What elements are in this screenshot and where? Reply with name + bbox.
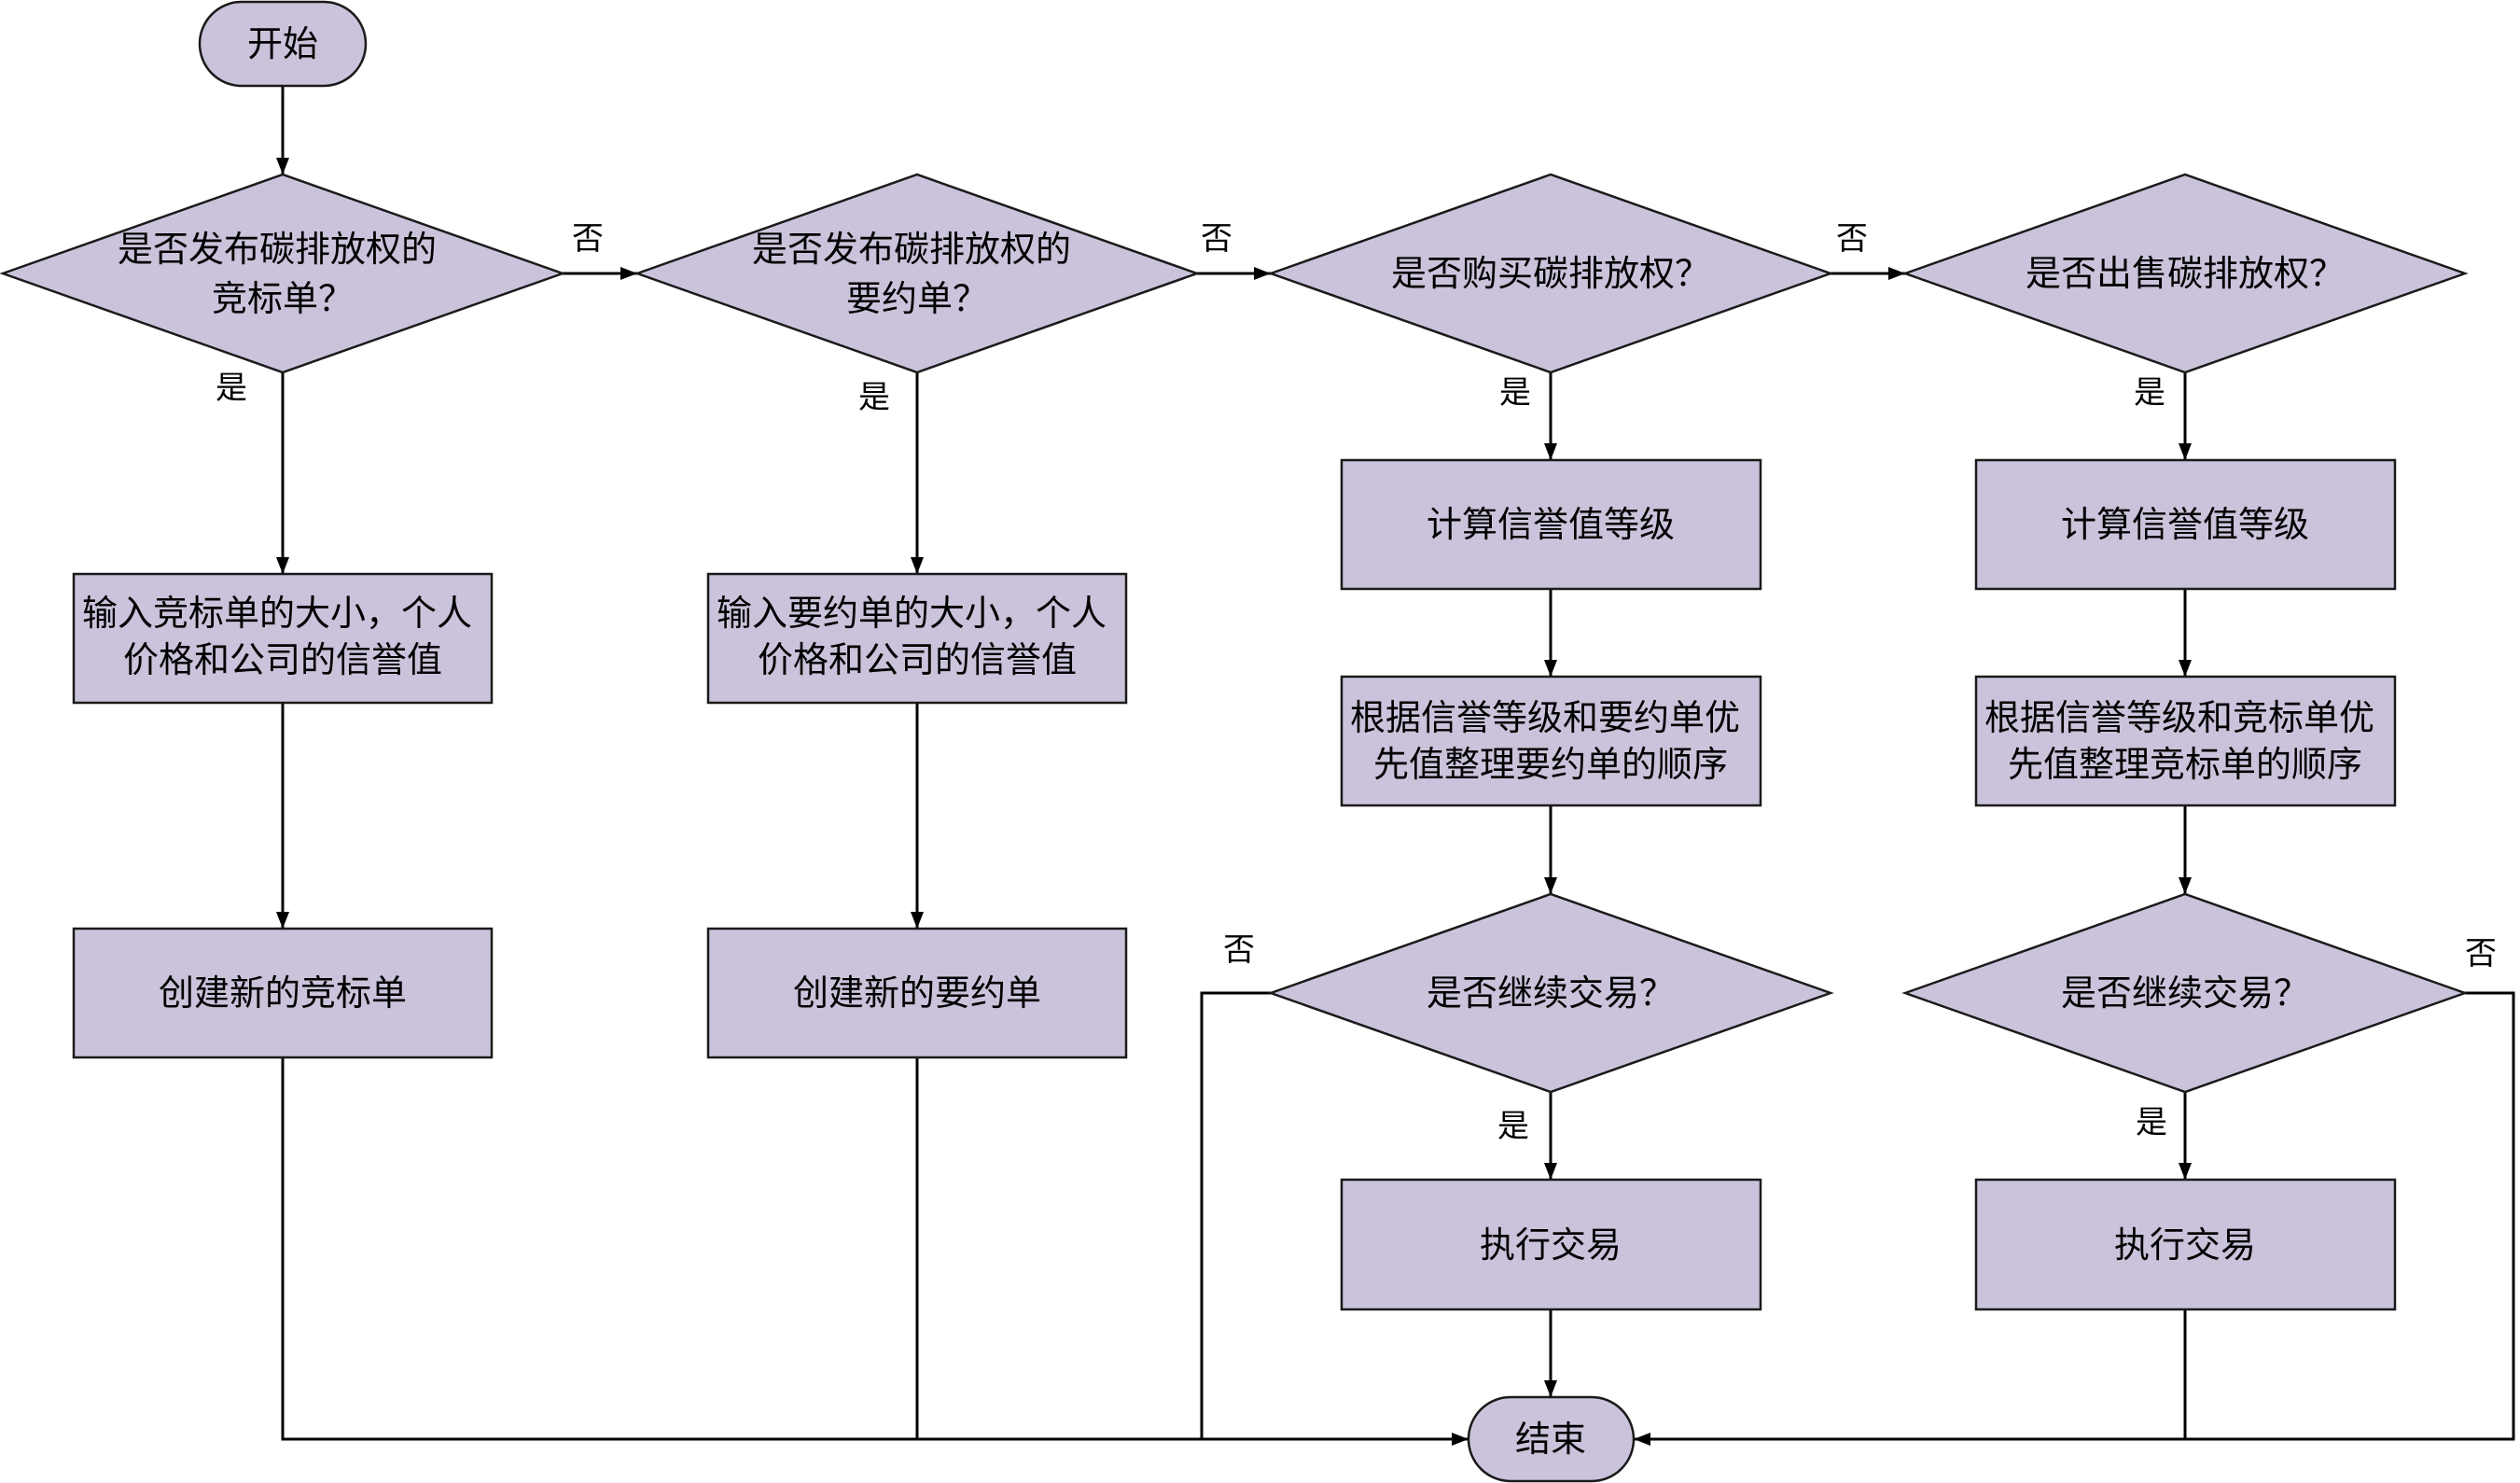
process-create-offer-label: 创建新的要约单: [793, 972, 1041, 1014]
edge-label-publish-bid-no: 否: [572, 220, 604, 258]
edge-label-buy-no: 否: [1836, 220, 1868, 258]
process-execute-sell-label: 执行交易: [2114, 1224, 2256, 1266]
decision-buy-shape: [1267, 173, 1834, 374]
process-credit-buy: 计算信誉值等级: [1340, 458, 1762, 591]
process-input-offer-shape: [706, 572, 1128, 705]
process-credit-sell: 计算信誉值等级: [1974, 458, 2397, 591]
edges: [276, 86, 2515, 1446]
process-input-bid: 输入竞标单的大小，个人 价格和公司的信誉值: [72, 572, 494, 705]
process-execute-sell-shape: [1974, 1178, 2397, 1311]
start-terminal: 开始: [198, 0, 368, 88]
edge-label-publish-offer-no: 否: [1201, 220, 1232, 258]
decision-buy: 是否购买碳排放权？: [1267, 173, 1834, 374]
edge-label-buy-yes: 是: [1499, 374, 1531, 412]
end-terminal: 结束: [1467, 1395, 1636, 1483]
decision-continue-buy: 是否继续交易？: [1267, 892, 1834, 1094]
decision-publish-bid-shape: [0, 173, 566, 374]
process-create-bid-label: 创建新的竞标单: [159, 972, 407, 1014]
edge-label-sell-yes: 是: [2134, 374, 2165, 412]
process-credit-sell-shape: [1974, 458, 2397, 591]
decision-sell: 是否出售碳排放权？: [1901, 173, 2469, 374]
decision-continue-buy-label: 是否继续交易？: [1427, 972, 1675, 1014]
decision-publish-offer-label: 是否发布碳排放权的 要约单？: [752, 229, 1082, 319]
edge-label-continue-buy-yes: 是: [1497, 1108, 1529, 1145]
process-input-bid-line-1: 输入竞标单的大小，个人: [82, 593, 472, 634]
decision-publish-offer-shape: [633, 173, 1201, 374]
process-credit-sell-label: 计算信誉值等级: [2061, 504, 2309, 545]
process-sort-offers-line-2: 先值整理要约单的顺序: [1373, 744, 1728, 785]
decision-sell-label: 是否出售碳排放权？: [2026, 253, 2345, 294]
end-terminal-label: 结束: [1515, 1419, 1586, 1460]
decision-continue-sell-label: 是否继续交易？: [2061, 972, 2309, 1014]
process-credit-buy-label: 计算信誉值等级: [1427, 504, 1675, 545]
edge-continue-sell-no: [1634, 991, 2515, 1446]
decision-publish-offer: 是否发布碳排放权的 要约单？: [633, 173, 1201, 374]
process-execute-buy-label: 执行交易: [1480, 1224, 1622, 1266]
process-input-offer-line-1: 输入要约单的大小，个人: [717, 593, 1107, 634]
decision-continue-sell: 是否继续交易？: [1901, 892, 2469, 1094]
decision-publish-offer-line-1: 是否发布碳排放权的: [752, 229, 1071, 270]
decision-sell-shape: [1901, 173, 2469, 374]
process-sort-bids: 根据信誉等级和竞标单优 先值整理竞标单的顺序: [1974, 675, 2397, 807]
decision-publish-offer-line-2: 要约单？: [846, 278, 988, 319]
end-terminal-shape: [1467, 1395, 1636, 1483]
decision-continue-sell-shape: [1901, 892, 2469, 1094]
decision-publish-bid-line-2: 竞标单？: [212, 278, 354, 319]
process-input-offer: 输入要约单的大小，个人 价格和公司的信誉值: [706, 572, 1128, 705]
decision-publish-bid-label: 是否发布碳排放权的 竞标单？: [118, 229, 448, 319]
process-sort-offers: 根据信誉等级和要约单优 先值整理要约单的顺序: [1340, 675, 1762, 807]
decision-continue-buy-shape: [1267, 892, 1834, 1094]
process-create-bid-shape: [72, 927, 494, 1059]
process-create-offer: 创建新的要约单: [706, 927, 1128, 1059]
process-input-bid-label: 输入竞标单的大小，个人 价格和公司的信誉值: [82, 593, 483, 680]
edge-label-continue-sell-no: 否: [2465, 935, 2497, 972]
process-create-bid: 创建新的竞标单: [72, 927, 494, 1059]
edge-continue-buy-no: [1200, 991, 1271, 1439]
decision-publish-bid-line-1: 是否发布碳排放权的: [118, 229, 437, 270]
process-input-offer-line-2: 价格和公司的信誉值: [758, 639, 1077, 680]
process-sort-bids-label: 根据信誉等级和竞标单优 先值整理竞标单的顺序: [1984, 697, 2386, 785]
process-input-bid-shape: [72, 572, 494, 705]
edge-labels: 否 是 否 是 否 是 是 否 是 是 否: [216, 220, 2497, 1145]
process-input-bid-line-2: 价格和公司的信誉值: [123, 639, 442, 680]
process-execute-buy-shape: [1340, 1178, 1762, 1311]
decision-buy-label: 是否购买碳排放权？: [1391, 253, 1710, 294]
edge-label-continue-sell-yes: 是: [2136, 1104, 2167, 1141]
decision-publish-bid: 是否发布碳排放权的 竞标单？: [0, 173, 566, 374]
process-sort-bids-shape: [1974, 675, 2397, 807]
process-credit-buy-shape: [1340, 458, 1762, 591]
process-sort-bids-line-1: 根据信誉等级和竞标单优: [1984, 697, 2374, 738]
process-sort-offers-shape: [1340, 675, 1762, 807]
process-execute-sell: 执行交易: [1974, 1178, 2397, 1311]
process-create-offer-shape: [706, 927, 1128, 1059]
process-sort-bids-line-2: 先值整理竞标单的顺序: [2008, 744, 2362, 785]
process-sort-offers-line-1: 根据信誉等级和要约单优: [1350, 697, 1740, 738]
edge-label-publish-offer-yes: 是: [858, 379, 890, 416]
edge-label-publish-bid-yes: 是: [216, 370, 247, 407]
edge-create-bid-to-end: [281, 1057, 1469, 1446]
process-input-offer-label: 输入要约单的大小，个人 价格和公司的信誉值: [717, 593, 1118, 680]
edge-label-continue-buy-no: 否: [1223, 931, 1255, 969]
process-execute-buy: 执行交易: [1340, 1178, 1762, 1311]
process-sort-offers-label: 根据信誉等级和要约单优 先值整理要约单的顺序: [1350, 697, 1751, 785]
start-terminal-label: 开始: [247, 23, 318, 64]
start-terminal-shape: [198, 0, 368, 88]
